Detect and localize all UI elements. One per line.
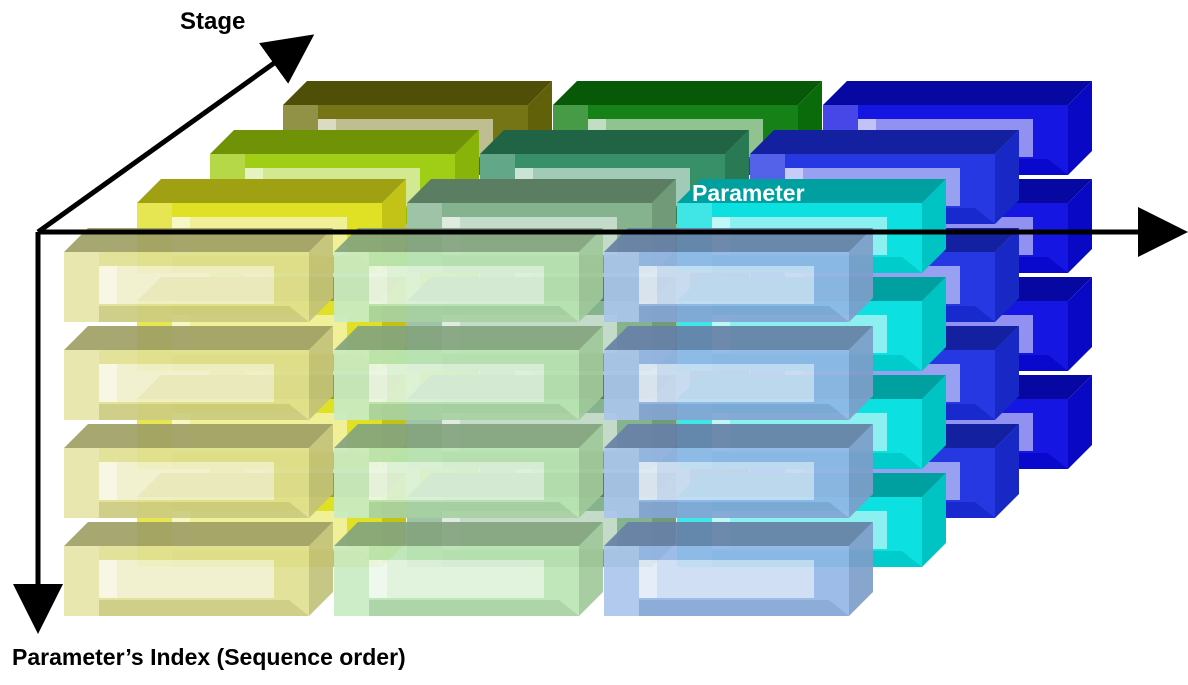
parameter-box <box>334 424 603 518</box>
parameter-box <box>604 522 873 616</box>
stage-layer-1 <box>64 228 873 616</box>
parameter-box <box>64 424 333 518</box>
parameter-box <box>334 326 603 420</box>
parameter-box <box>334 522 603 616</box>
parameter-box <box>64 326 333 420</box>
axes <box>13 34 1188 634</box>
parameter-box <box>64 228 333 322</box>
index-axis-label: Parameter’s Index (Sequence order) <box>12 644 406 670</box>
parameter-box <box>334 228 603 322</box>
parameter-box <box>604 326 873 420</box>
parameter-box <box>604 424 873 518</box>
stage-axis-arrow <box>36 34 315 235</box>
parameter-axis-label: Parameter <box>692 180 805 206</box>
stage-axis-label: Stage <box>180 8 246 35</box>
parameter-box <box>604 228 873 322</box>
parameter-box <box>64 522 333 616</box>
